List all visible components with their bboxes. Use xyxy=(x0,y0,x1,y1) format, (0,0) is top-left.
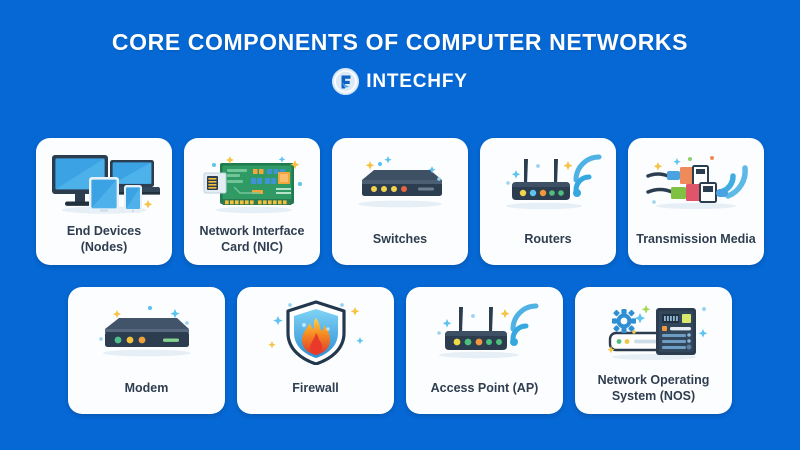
brand-logo: INTECHFY xyxy=(0,68,800,96)
server-rack-gear-icon xyxy=(581,299,726,365)
modem-device-icon xyxy=(74,299,219,365)
components-row-2: Modem xyxy=(36,287,764,414)
component-card-routers[interactable]: Routers xyxy=(480,138,616,265)
router-antenna-wifi-icon xyxy=(486,150,610,216)
component-card-end-devices[interactable]: End Devices (Nodes) xyxy=(36,138,172,265)
component-card-label: Network Operating System (NOS) xyxy=(597,372,710,403)
access-point-wifi-icon xyxy=(412,299,557,365)
intechfy-f-logo-icon xyxy=(332,68,360,96)
cables-connectors-wireless-icon xyxy=(634,150,758,216)
brand-name: INTECHFY xyxy=(366,70,468,92)
component-card-nic[interactable]: Network Interface Card (NIC) xyxy=(184,138,320,265)
component-card-nos[interactable]: Network Operating System (NOS) xyxy=(575,287,732,414)
devices-monitor-laptop-tablet-phone-icon xyxy=(42,150,166,216)
component-card-label: Switches xyxy=(372,231,428,246)
component-card-transmission-media[interactable]: Transmission Media xyxy=(628,138,764,265)
components-row-1: End Devices (Nodes) xyxy=(36,138,764,265)
component-card-label: Routers xyxy=(524,231,572,246)
page-title: CORE COMPONENTS OF COMPUTER NETWORKS xyxy=(111,29,689,55)
network-switch-icon xyxy=(338,150,462,216)
component-card-switches[interactable]: Switches xyxy=(332,138,468,265)
components-grid: End Devices (Nodes) xyxy=(0,138,800,414)
shield-flame-icon xyxy=(243,299,388,365)
component-card-label: Modem xyxy=(124,380,169,395)
page-header: CORE COMPONENTS OF COMPUTER NETWORKS INT… xyxy=(0,0,800,96)
component-card-access-point[interactable]: Access Point (AP) xyxy=(406,287,563,414)
component-card-label: Transmission Media xyxy=(636,231,756,246)
component-card-label: Firewall xyxy=(292,380,339,395)
component-card-label: End Devices (Nodes) xyxy=(66,223,142,254)
component-card-firewall[interactable]: Firewall xyxy=(237,287,394,414)
component-card-label: Network Interface Card (NIC) xyxy=(199,223,305,254)
component-card-modem[interactable]: Modem xyxy=(68,287,225,414)
component-card-label: Access Point (AP) xyxy=(430,380,539,395)
circuit-board-nic-icon xyxy=(190,150,314,216)
